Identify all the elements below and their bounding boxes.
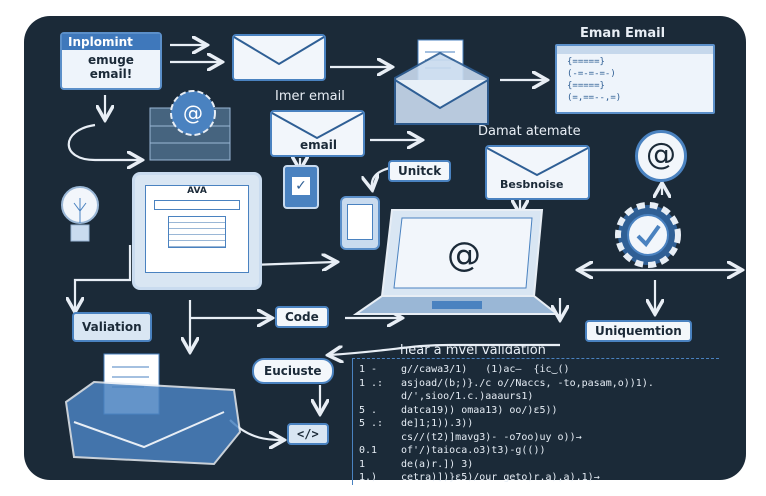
eman-email-title: Eman Email — [580, 26, 666, 41]
code-icon: </> — [287, 423, 329, 445]
svg-text:@: @ — [447, 235, 481, 275]
validation-label: Valiation — [72, 312, 152, 342]
envelope-icon — [232, 34, 326, 81]
window-code-line: (=,==--,=) — [567, 93, 622, 103]
phone-screen — [347, 204, 373, 240]
code-label: Code — [275, 306, 329, 328]
gear-check-icon — [615, 202, 681, 268]
checkbox-card: ✓ — [283, 165, 319, 209]
besbnoise-label: Besbnoise — [500, 178, 564, 191]
code-block: 1 -g//cawa3/1) (1)ac— {ic‿() 1 .:asjoad/… — [352, 358, 719, 485]
tablet-input — [154, 200, 240, 210]
box-line-1: emuge — [88, 53, 134, 67]
server-gear-icon: @ — [149, 90, 231, 161]
envelope-icon — [270, 110, 365, 157]
code-line: 1 .:asjoad/(b;)}./c o//Naccs, -to,pasam,… — [359, 377, 654, 389]
code-line: 1 -g//cawa3/1) (1)ac— {ic‿() — [359, 364, 570, 375]
window-code-line: {=====} — [567, 81, 605, 91]
box-line-2: email! — [89, 67, 133, 81]
implement-unique-email-box: Inplomint emuge email! — [60, 32, 162, 90]
arrow — [249, 262, 335, 265]
envelope-email-label: email — [300, 138, 337, 152]
box-header: Inplomint — [62, 34, 160, 50]
check-icon: ✓ — [292, 177, 310, 195]
unitck-label: Unitck — [388, 160, 452, 182]
laptop-icon: @ — [352, 209, 560, 315]
window-titlebar — [557, 46, 713, 54]
arrow — [330, 343, 560, 355]
code-line: d/',sioo/1.c.)aaaurs1) — [401, 391, 534, 402]
at-symbol-icon: @ — [635, 130, 687, 182]
inbox-tray-icon — [64, 353, 242, 466]
window-code-line: (-=-=-=-) — [567, 69, 616, 79]
code-line: 1.)cetra)])}ε5)/our geto)r.a),a).1)→ — [359, 472, 600, 483]
svg-text:@: @ — [183, 101, 203, 125]
email-window: {=====} (-=-=-=-) {=====} (=,==--,=) — [555, 44, 715, 114]
code-line: 5 .:de]1;1)).3)) — [359, 418, 474, 429]
uniquemtion-label: Uniquemtion — [585, 320, 692, 342]
code-line: cs//(t2)]mavg3)- -o7oo)uy o))→ — [401, 431, 582, 443]
code-line: 5 .datca19)) omaa13) oo/)ε5)) — [359, 404, 558, 416]
code-heading: hear a mvel validation — [400, 343, 546, 358]
euciuste-bubble: Euciuste — [252, 358, 334, 384]
open-envelope-icon — [394, 39, 489, 125]
arrow — [67, 123, 140, 160]
damat-atemate-label: Damat atemate — [478, 124, 581, 139]
arrow — [75, 245, 132, 310]
window-code-line: {=====} — [567, 57, 605, 67]
tablet-device: AVA — [132, 172, 262, 290]
tablet-title: AVA — [187, 186, 207, 196]
envelope-icon — [485, 145, 590, 200]
imer-email-label: Imer email — [275, 89, 345, 104]
tablet-document — [168, 216, 226, 248]
phone-device — [340, 196, 380, 250]
lightbulb-icon — [61, 186, 99, 242]
